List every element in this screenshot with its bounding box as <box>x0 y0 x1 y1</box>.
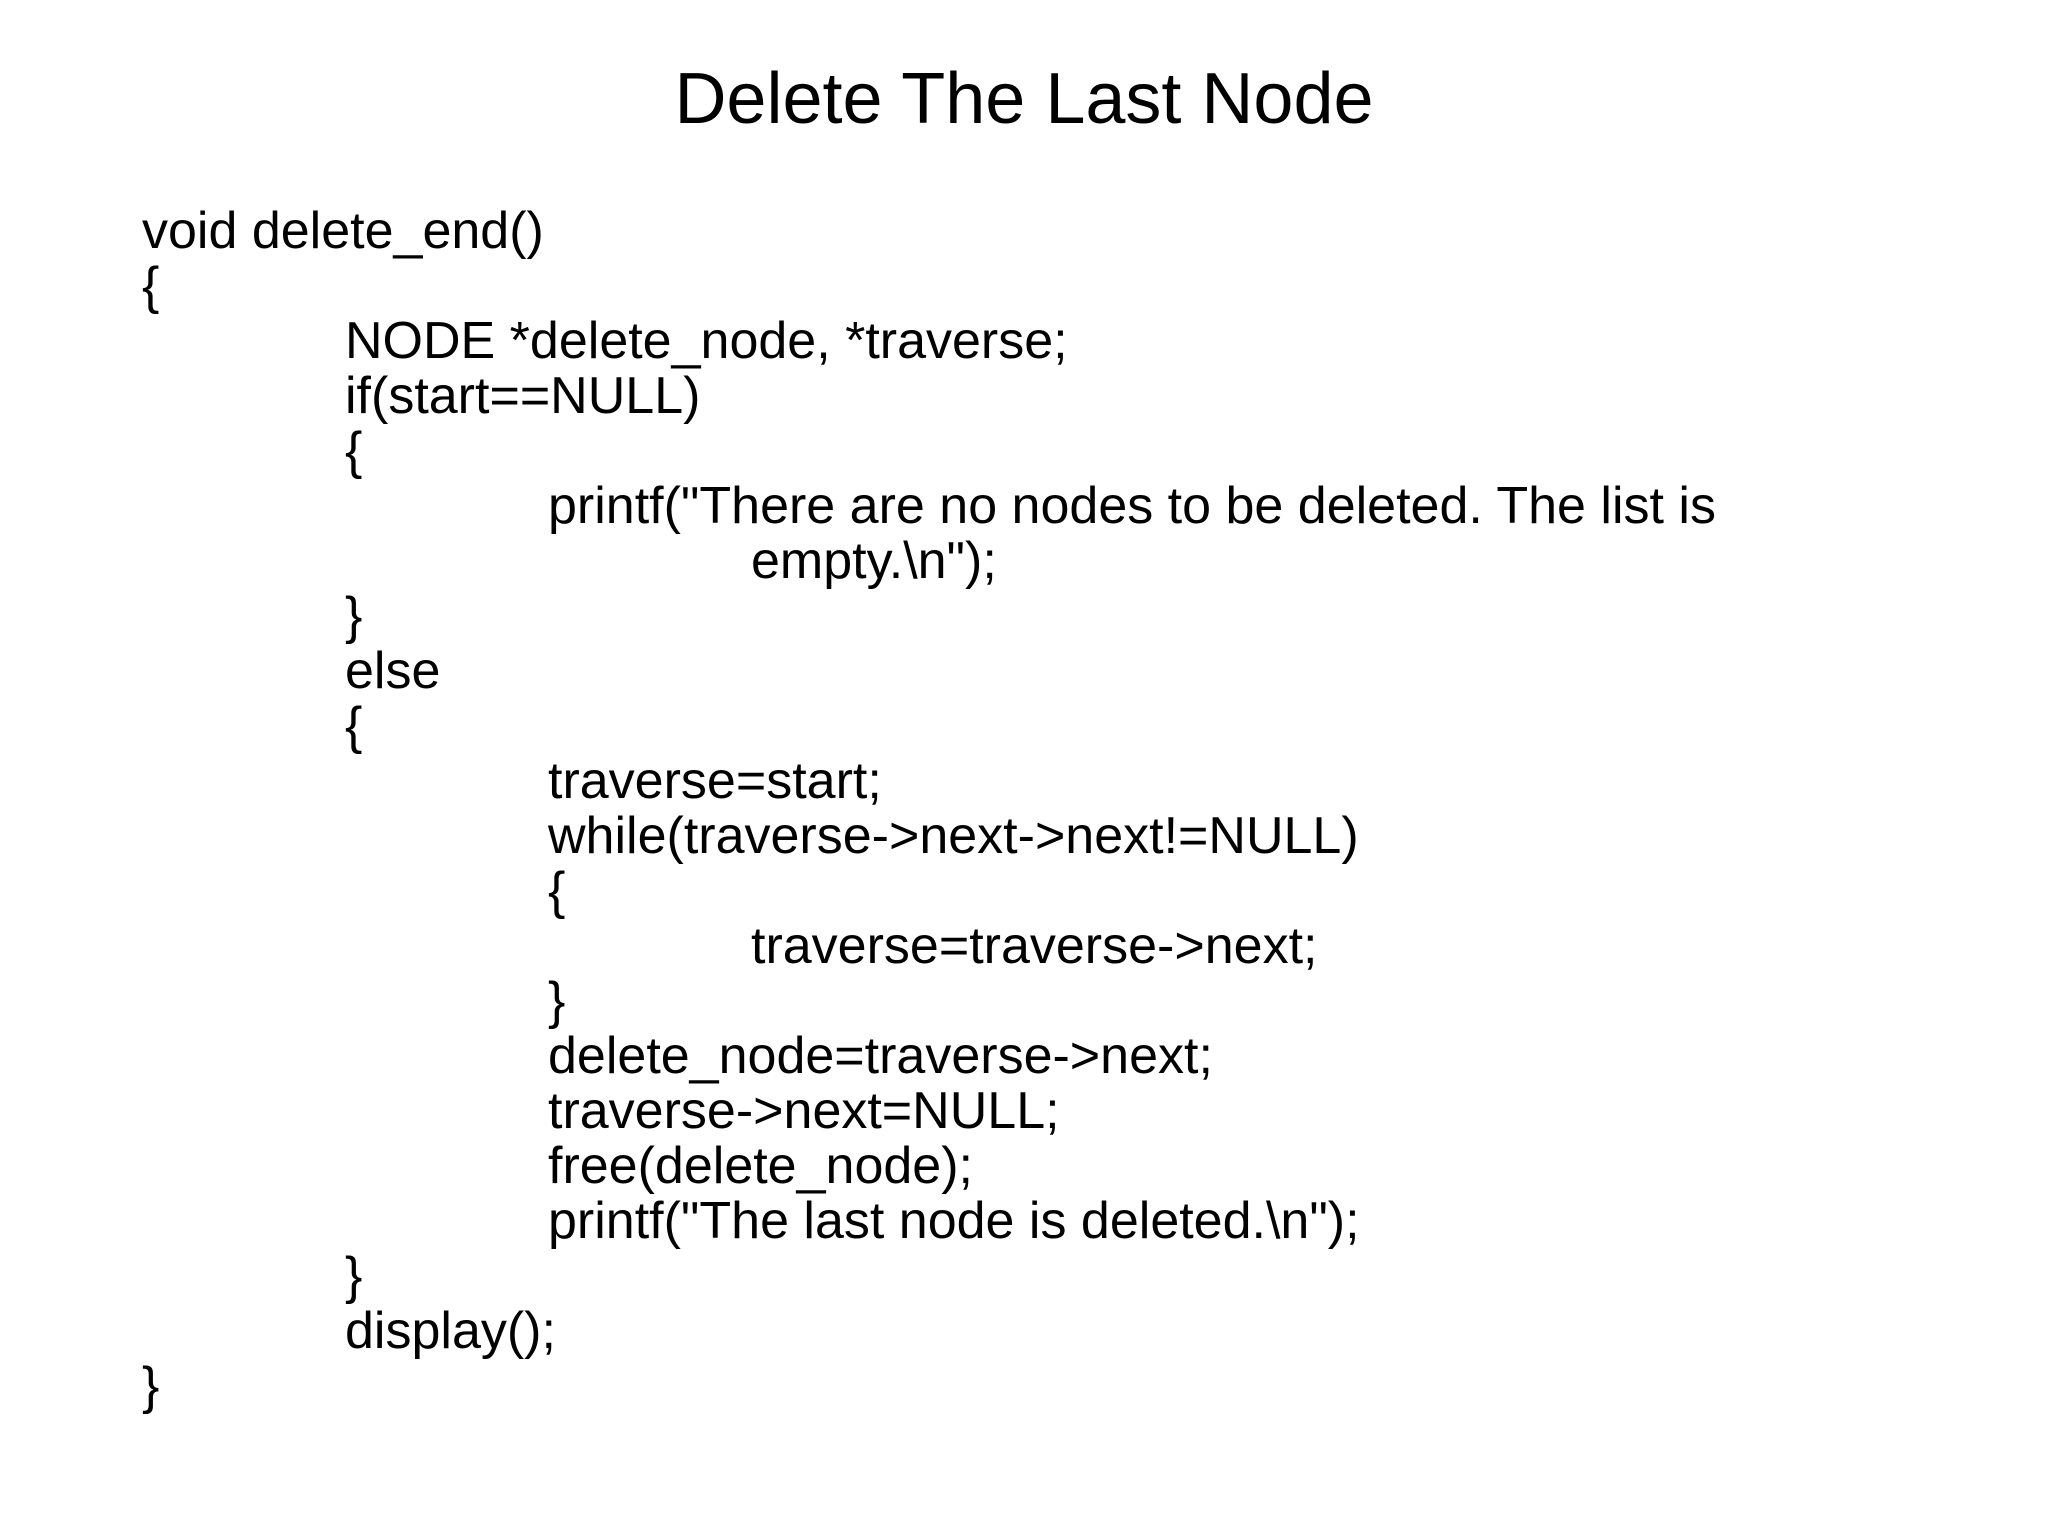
code-line: else <box>345 642 441 700</box>
code-line: free(delete_node); <box>548 1137 973 1195</box>
code-line: printf("There are no nodes to be deleted… <box>548 477 1716 535</box>
code-line: { <box>345 422 363 480</box>
code-line: traverse=traverse->next; <box>751 917 1318 975</box>
code-line: while(traverse->next->next!=NULL) <box>548 807 1359 865</box>
code-line: { <box>548 862 566 920</box>
code-line: } <box>345 587 363 645</box>
code-line: } <box>345 1247 363 1305</box>
code-line: traverse->next=NULL; <box>548 1082 1060 1140</box>
slide-title: Delete The Last Node <box>674 59 1374 139</box>
code-block: void delete_end(){NODE *delete_node, *tr… <box>142 204 2008 1414</box>
code-line: delete_node=traverse->next; <box>548 1027 1213 1085</box>
code-line: printf("The last node is deleted.\n"); <box>548 1192 1360 1250</box>
code-line: void delete_end() <box>142 202 544 260</box>
code-line: } <box>142 1357 160 1415</box>
code-line: { <box>142 257 160 315</box>
code-line: display(); <box>345 1302 556 1360</box>
code-line: traverse=start; <box>548 752 882 810</box>
code-line: if(start==NULL) <box>345 367 701 425</box>
code-line: empty.\n"); <box>751 532 997 590</box>
code-line: { <box>345 697 363 755</box>
code-line: } <box>548 972 566 1030</box>
code-line: NODE *delete_node, *traverse; <box>345 312 1068 370</box>
